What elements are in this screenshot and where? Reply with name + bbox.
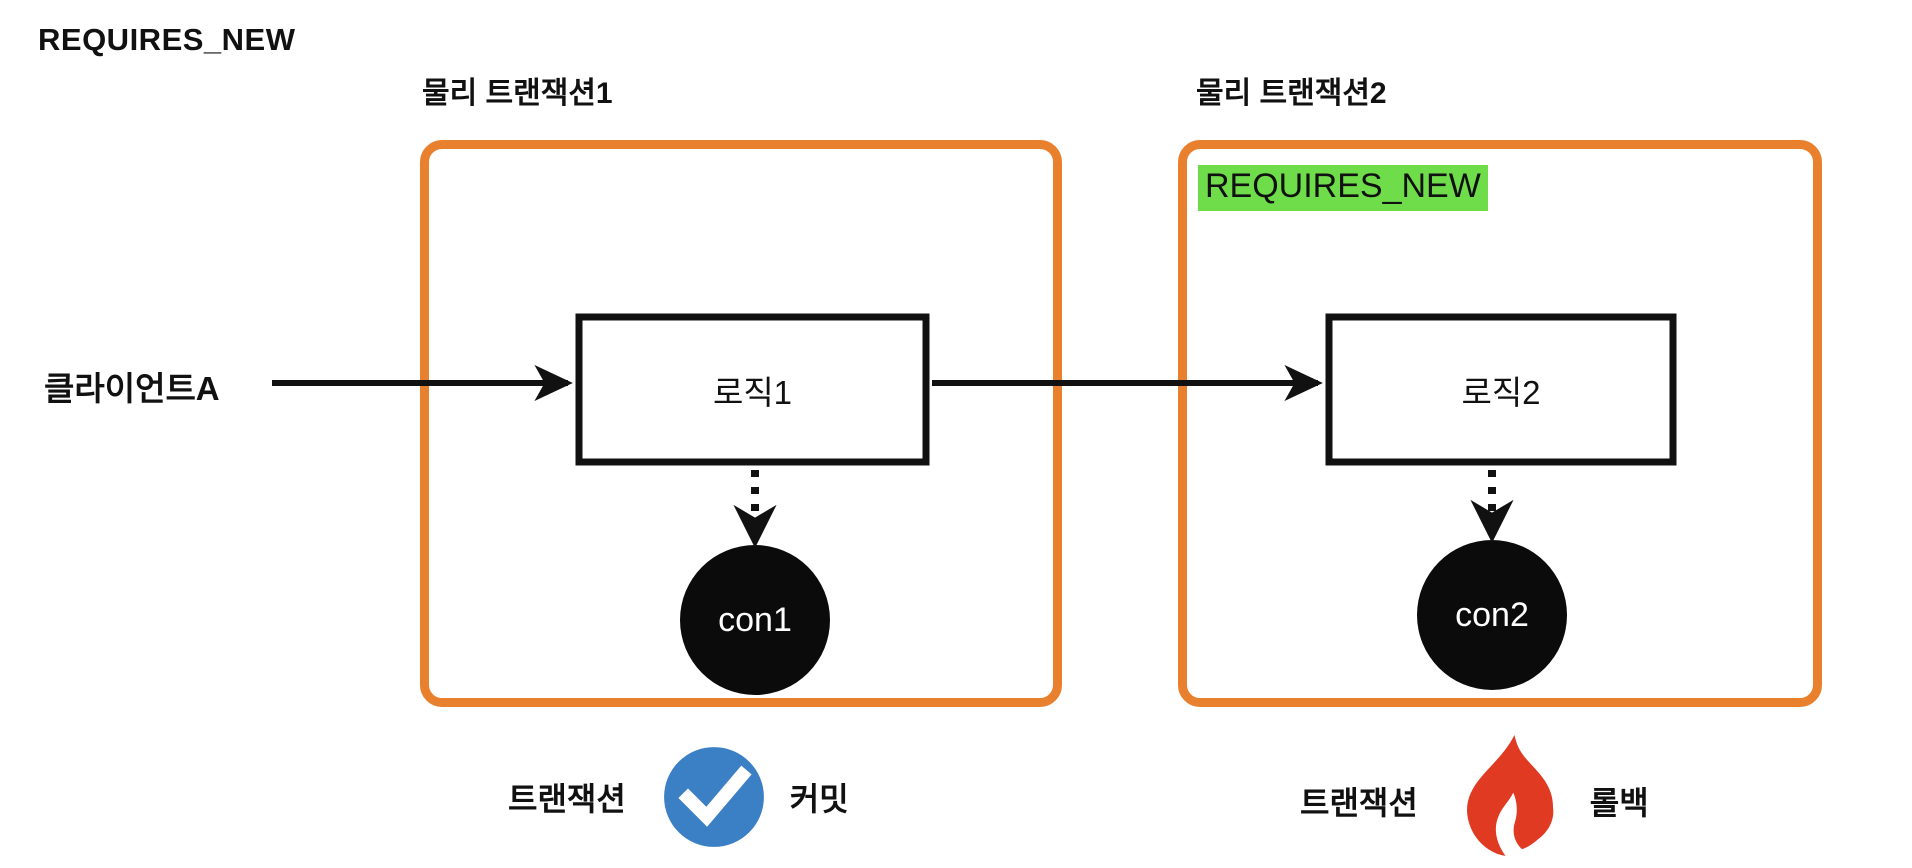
red-flame-icon	[1466, 735, 1554, 856]
connection-circle-con1: con1	[680, 545, 830, 695]
propagation-badge-requires-new: REQUIRES_NEW	[1198, 165, 1488, 211]
transaction-2-status-row: 트랜잭션 롤백	[1300, 735, 1649, 857]
rollback-status-prefix: 트랜잭션	[1300, 785, 1418, 821]
connection-circle-con1-label: con1	[718, 600, 792, 639]
commit-status-prefix: 트랜잭션	[508, 781, 626, 817]
transaction-2-frame	[1178, 140, 1822, 707]
client-label: 클라이언트A	[44, 370, 220, 407]
transaction-1-frame	[420, 140, 1062, 707]
transaction-2-caption: 물리 트랜잭션2	[1196, 77, 1387, 110]
commit-status-label: 커밋	[789, 781, 849, 817]
logic-box-2-label: 로직2	[1461, 373, 1541, 411]
transaction-1-caption: 물리 트랜잭션1	[422, 77, 613, 110]
logic-box-1-label: 로직1	[712, 373, 793, 411]
page-title: REQUIRES_NEW	[38, 22, 296, 57]
transaction-1-status-row: 트랜잭션 커밋	[508, 745, 849, 849]
blue-check-circle-icon	[663, 747, 764, 847]
connection-circle-con2: con2	[1417, 540, 1567, 690]
logic-box-2: 로직2	[1325, 313, 1677, 466]
connection-circle-con2-label: con2	[1455, 595, 1529, 634]
rollback-status-label: 롤백	[1589, 785, 1649, 821]
logic-box-1: 로직1	[575, 313, 930, 466]
